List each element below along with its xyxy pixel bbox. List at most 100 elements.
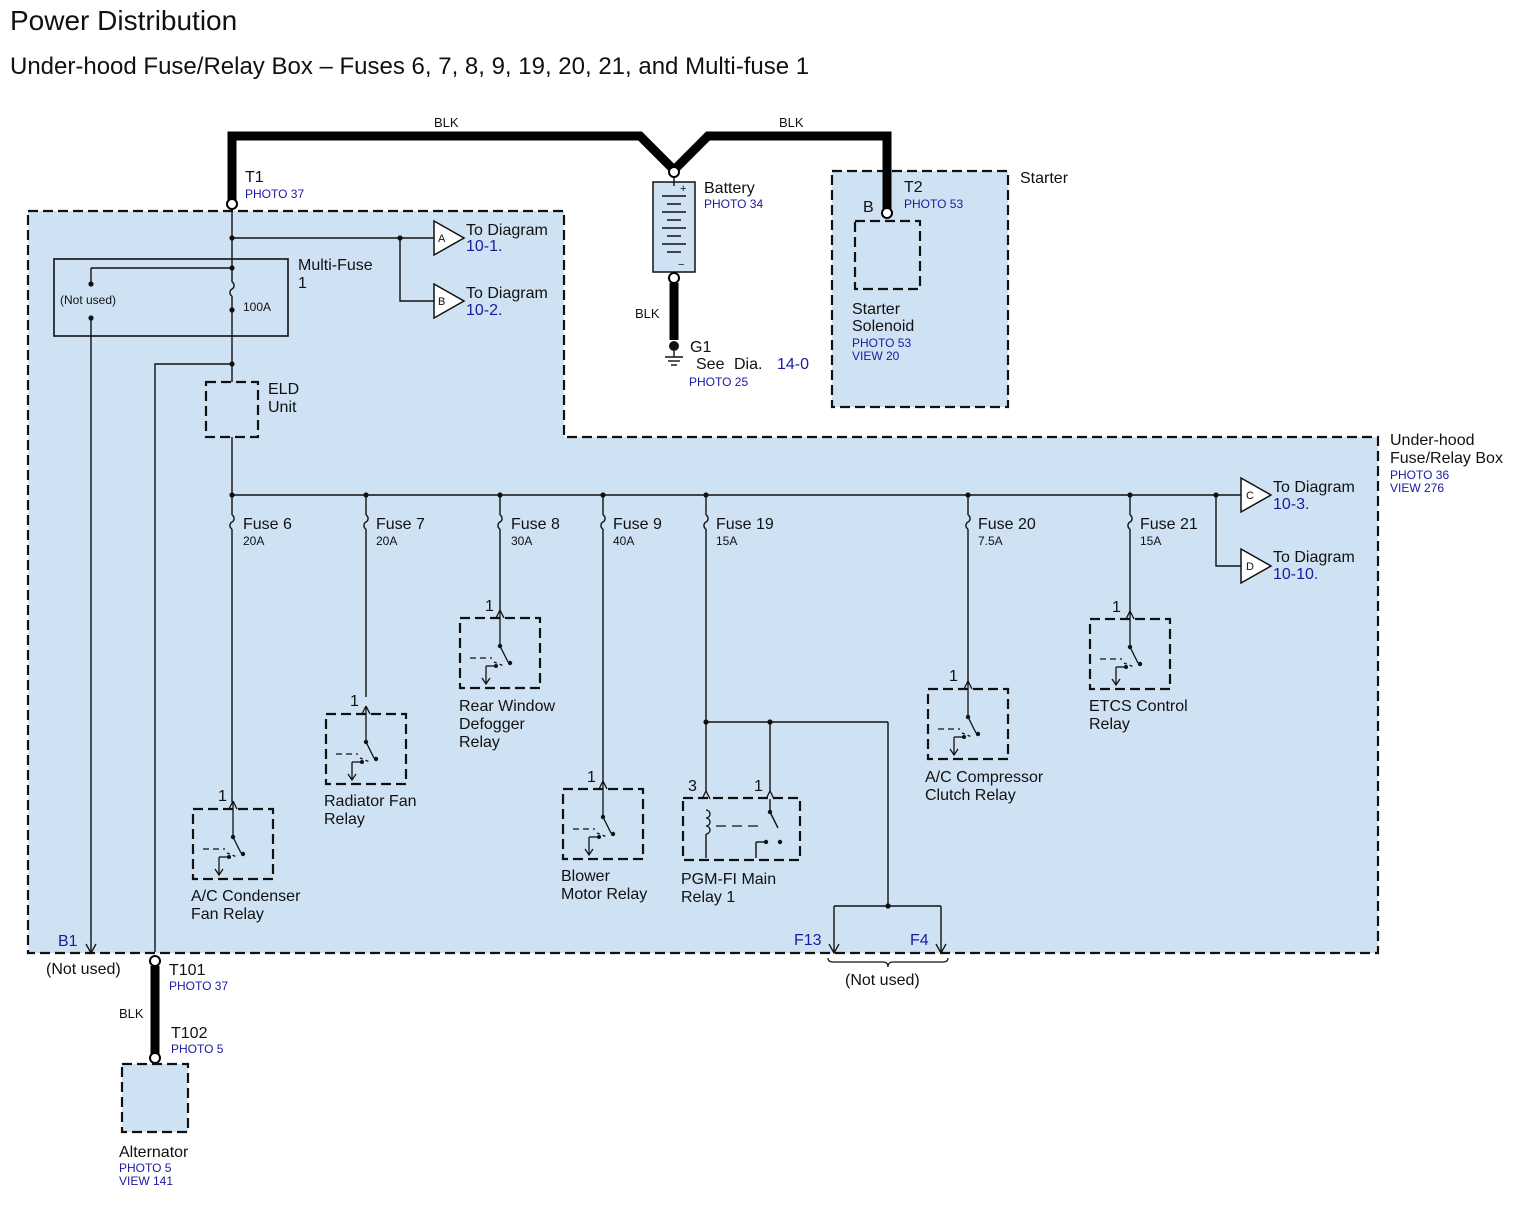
fuse-21: Fuse 21 15A [1127,495,1198,611]
alternator-wire-color: BLK [119,1006,144,1021]
starter-view-ref[interactable]: VIEW 20 [852,349,900,363]
f13-f4-not-used-branch [827,903,949,968]
svg-text:1: 1 [949,668,958,685]
relay-blower-motor-label-1: Blower [561,868,611,885]
fuse-19: Fuse 19 15A [703,495,774,791]
fuse-box-border [26,209,1380,955]
svg-text:1: 1 [350,693,359,710]
multi-fuse-label-1: Multi-Fuse [298,257,373,274]
t102-photo-ref[interactable]: PHOTO 5 [171,1042,224,1056]
fuse-9: Fuse 9 40A [600,495,662,781]
relay-ac-compressor-clutch-label-2: Clutch Relay [925,787,1016,804]
svg-text:1: 1 [754,778,763,795]
connector-d-icon[interactable]: D [1240,547,1273,585]
svg-text:C: C [1246,490,1254,502]
t102-label: T102 [171,1025,208,1042]
fuse-box-label-2: Fuse/Relay Box [1390,450,1503,467]
fuse-19-rating: 15A [716,534,737,548]
fuse-9-rating: 40A [613,534,634,548]
multi-fuse-label-2: 1 [298,275,307,292]
fuse-8-label: Fuse 8 [511,516,560,533]
relay-ac-compressor-clutch-label-1: A/C Compressor [925,769,1044,786]
relay-pgm-fi-main-label-2: Relay 1 [681,889,735,906]
starter-solenoid-box [853,219,922,291]
ground-see-text: See [696,356,725,373]
svg-text:D: D [1246,561,1254,573]
ground-photo-ref[interactable]: PHOTO 25 [689,375,748,389]
fuse-box-area [28,211,1378,953]
relay-pgm-fi-main: 3 1 PGM-FI Main Relay 1 [681,719,889,906]
relay-pgm-fi-main-label-1: PGM-FI Main [681,871,776,888]
fuse-9-label: Fuse 9 [613,516,662,533]
relay-radiator-fan-label-1: Radiator Fan [324,793,417,810]
connector-c-icon[interactable]: C [1240,476,1273,514]
fuse-box-photo-ref[interactable]: PHOTO 36 [1390,468,1449,482]
relay-rear-window-defogger-label-3: Relay [459,734,500,751]
battery-positive-terminal [668,166,680,178]
alternator-feed-wire [154,363,232,952]
connector-a-icon[interactable]: A [433,219,466,257]
eld-label-1: ELD [268,381,299,398]
relay-rear-window-defogger-label-2: Defogger [459,716,525,733]
svg-text:B: B [438,296,445,308]
t1-terminal-point [226,198,238,210]
multi-fuse-rating: 100A [243,300,271,314]
t1-label: T1 [245,169,264,186]
t101-photo-ref[interactable]: PHOTO 37 [169,979,228,993]
starter-solenoid-label-2: Solenoid [852,318,914,335]
battery-cable [227,131,892,212]
f4-connector-label: F4 [910,932,929,949]
fuse-7-rating: 20A [376,534,397,548]
relay-blower-motor: 1 Blower Motor Relay [561,769,647,903]
ground-diagram-ref[interactable]: 14-0 [777,356,809,373]
wire-color-label-left: BLK [434,115,459,130]
battery-icon: + − [652,178,696,273]
fuse-box-label-1: Under-hood [1390,432,1475,449]
to-diagram-d-ref[interactable]: 10-10. [1273,566,1318,583]
t2-photo-ref[interactable]: PHOTO 53 [904,197,963,211]
t1-photo-ref[interactable]: PHOTO 37 [245,187,304,201]
svg-text:1: 1 [1112,599,1121,616]
alternator-view-ref[interactable]: VIEW 141 [119,1174,173,1188]
connector-b-icon[interactable]: B [433,282,466,320]
page-title: Power Distribution [10,5,237,36]
alternator-box [122,1064,188,1132]
to-diagram-b-ref[interactable]: 10-2. [466,302,502,319]
to-diagram-d-text: To Diagram [1273,549,1355,566]
fuse-7-label: Fuse 7 [376,516,425,533]
battery-negative-terminal [668,272,680,284]
fuse-6: Fuse 6 20A [229,495,292,802]
fuse-21-label: Fuse 21 [1140,516,1198,533]
t2-terminal-point [881,207,893,219]
relay-etcs-control: 1 ETCS Control Relay [1088,599,1188,733]
t101-label: T101 [169,962,206,979]
b1-not-used: (Not used) [46,961,121,978]
ground-dia-text: Dia. [734,356,762,373]
ground-icon [665,341,683,366]
svg-text:A: A [438,233,446,245]
multi-fuse-not-used: (Not used) [60,293,116,307]
relay-radiator-fan: 1 Radiator Fan Relay [324,693,417,828]
starter-photo-ref[interactable]: PHOTO 53 [852,336,911,350]
to-diagram-a-ref[interactable]: 10-1. [466,238,502,255]
battery-label: Battery [704,180,755,197]
fuse-box-view-ref[interactable]: VIEW 276 [1390,481,1444,495]
to-diagram-b-text: To Diagram [466,285,548,302]
relay-etcs-control-label-1: ETCS Control [1089,698,1188,715]
fuse-20-label: Fuse 20 [978,516,1036,533]
alternator-photo-ref[interactable]: PHOTO 5 [119,1161,172,1175]
fuse-7: Fuse 7 20A [363,495,425,697]
fuse-8: Fuse 8 30A [497,495,560,610]
relay-rear-window-defogger-label-1: Rear Window [459,698,555,715]
fuse-19-label: Fuse 19 [716,516,774,533]
wire-color-label-right: BLK [779,115,804,130]
battery-photo-ref[interactable]: PHOTO 34 [704,197,763,211]
to-diagram-c-text: To Diagram [1273,479,1355,496]
to-diagram-c-ref[interactable]: 10-3. [1273,496,1309,513]
svg-text:1: 1 [485,598,494,615]
svg-text:3: 3 [688,778,697,795]
branch-to-diagram-b [399,238,434,302]
relay-radiator-fan-label-2: Relay [324,811,365,828]
branch-to-diagram-d [1215,495,1241,567]
